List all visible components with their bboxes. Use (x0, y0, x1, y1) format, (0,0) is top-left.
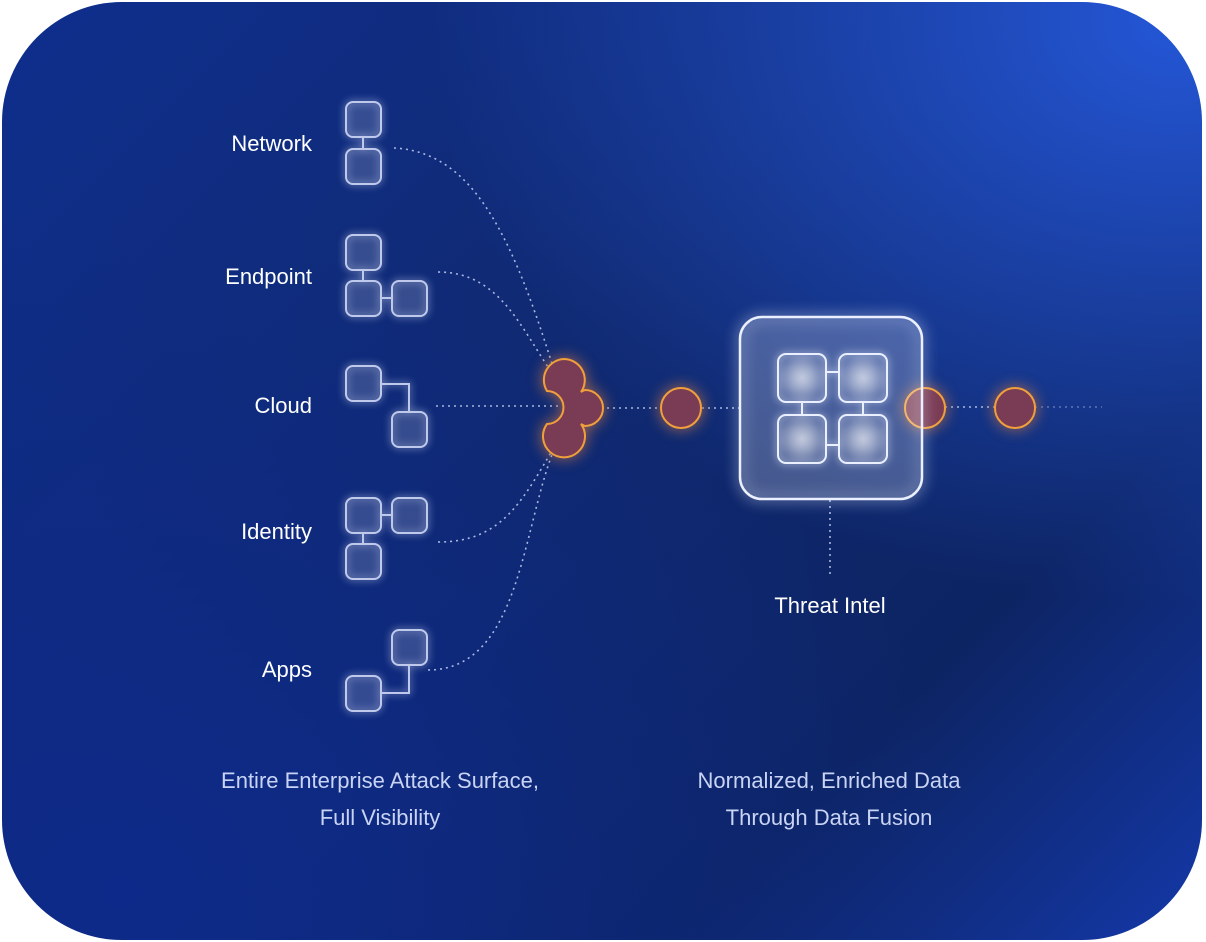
connector-network (393, 147, 558, 381)
source-label-identity: Identity (241, 519, 312, 544)
caption-right-line-1: Normalized, Enriched Data (697, 768, 961, 793)
source-label-endpoint: Endpoint (225, 264, 312, 289)
connector-identity (437, 441, 558, 543)
merge-node-icon (542, 357, 604, 459)
connector-endpoint (437, 271, 558, 381)
source-block-cloud-icon (345, 365, 428, 448)
connector-lines (393, 147, 1102, 671)
source-block-apps-icon (345, 629, 428, 712)
caption-left-line-1: Entire Enterprise Attack Surface, (221, 768, 539, 793)
caption-right: Normalized, Enriched Data Through Data F… (619, 762, 1039, 836)
source-block-network-icon (345, 101, 382, 185)
source-label-cloud: Cloud (254, 393, 312, 418)
source-label-apps: Apps (261, 657, 312, 682)
node-output-icon (994, 387, 1036, 429)
node-after-merge-icon (660, 387, 702, 429)
data-fusion-block-icon (738, 315, 924, 501)
source-label-network: Network (231, 131, 312, 156)
caption-left: Entire Enterprise Attack Surface, Full V… (170, 762, 590, 836)
caption-right-line-2: Through Data Fusion (725, 805, 933, 830)
source-block-identity-icon (345, 497, 428, 580)
threat-intel-label: Threat Intel (774, 593, 886, 618)
source-block-endpoint-icon (345, 234, 428, 317)
caption-left-line-2: Full Visibility (319, 805, 441, 830)
